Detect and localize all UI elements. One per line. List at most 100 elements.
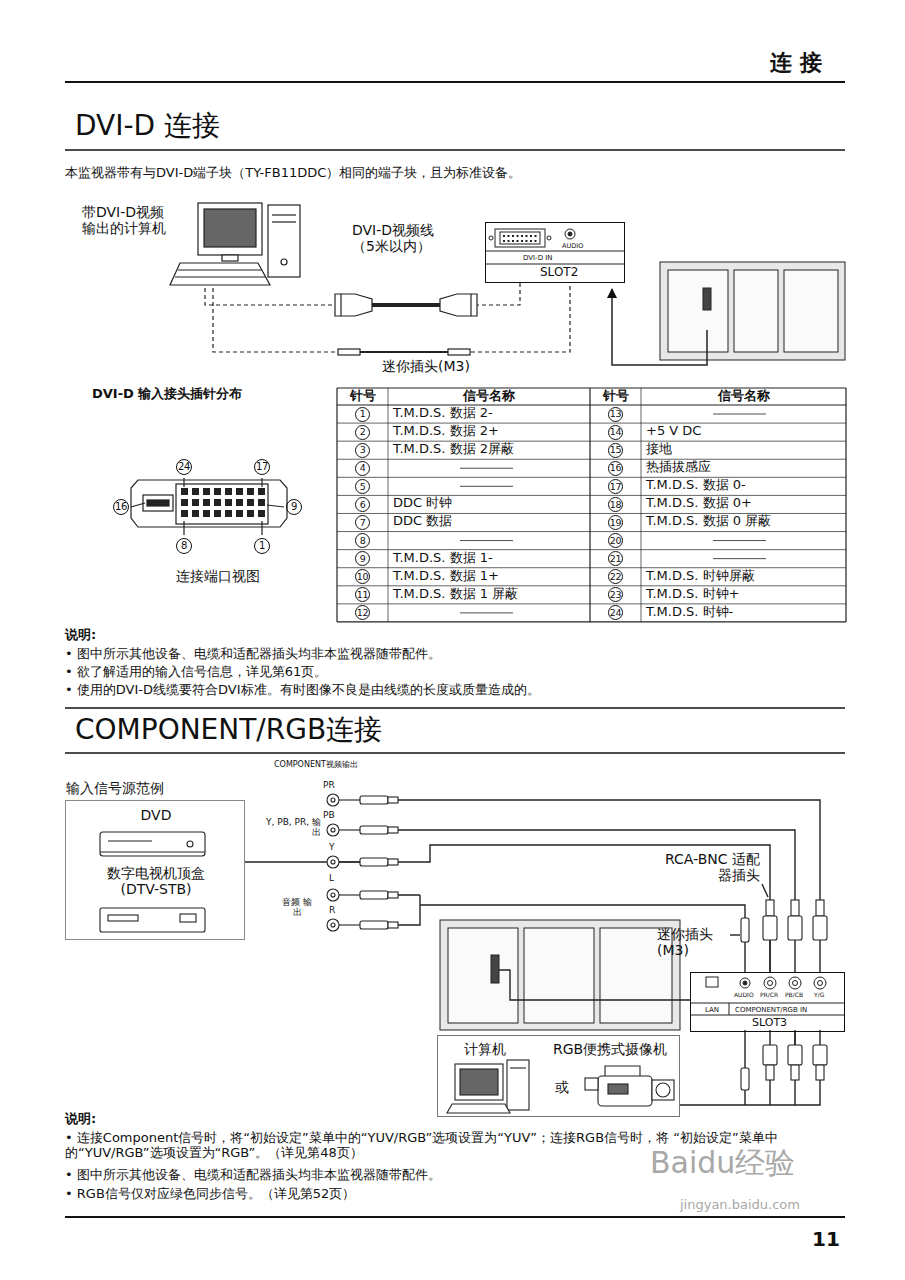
label-text: DVI-D 输入接头插针分布 [92, 387, 242, 402]
table-cell: T.M.D.S. 数据 1 屏蔽 [393, 587, 518, 602]
slot2-terminal [547, 236, 551, 240]
node-text: SLOT2 [540, 266, 578, 280]
pin-grid [512, 235, 514, 237]
dvi-connector-face [131, 480, 287, 527]
pin-grid [530, 240, 532, 242]
output-jacks [327, 824, 339, 836]
table-grid [337, 459, 846, 460]
rca-plug [339, 924, 360, 925]
table-grid [641, 388, 642, 622]
pin-grid [214, 488, 221, 495]
adapter-plug [791, 900, 799, 916]
label-text: • RGB信号仅对应绿色同步信号。（详见第52页） [65, 1187, 355, 1202]
page-title: 连 接 [770, 50, 822, 75]
label-text: 音频 输出 [280, 897, 314, 918]
label-text: Y [329, 842, 335, 852]
camcorder-icon [598, 1076, 652, 1106]
bnc-plug [791, 1065, 799, 1080]
table-cell: 热插拔感应 [646, 460, 711, 475]
table-cell: 针号 [590, 389, 641, 404]
rca-plug [388, 892, 398, 898]
table-cell: T.M.D.S. 数据 1+ [393, 569, 499, 584]
table-cell: T.M.D.S. 时钟+ [646, 587, 739, 602]
rca-plug [388, 797, 398, 803]
table-cell: 1 [355, 407, 370, 422]
pin-grid [526, 240, 528, 242]
label-text: 本监视器带有与DVI-D端子块（TY-FB11DDC）相同的端子块，且为标准设备… [65, 166, 521, 181]
adapter-plug [816, 900, 824, 916]
table-grid [337, 477, 846, 478]
slot2-terminal [568, 232, 572, 236]
pin-grid [535, 235, 537, 237]
slot3-terminal [793, 981, 798, 986]
slot2-terminal [500, 232, 540, 244]
pin-grid [503, 240, 505, 242]
cable [762, 884, 768, 897]
dvi-connector-face [261, 521, 262, 535]
label-text: • 图中所示其他设备、电缆和适配器插头均非本监视器随带配件。 [65, 647, 441, 662]
camcorder-icon [608, 1084, 628, 1094]
table-cell: T.M.D.S. 时钟- [646, 605, 733, 620]
dvi-connector-face [261, 478, 262, 487]
dvi-cable [340, 294, 341, 316]
table-grid [388, 388, 389, 622]
table-cell: 信号名称 [641, 389, 846, 404]
pin-grid [181, 510, 188, 517]
pin-grid [521, 240, 523, 242]
dvi-connector-face [176, 484, 268, 524]
monitor-rear [612, 289, 707, 365]
slot3-terminal [706, 977, 718, 987]
label-text: 连接端口视图 [176, 568, 260, 584]
table-cell: 10 [355, 569, 370, 584]
slot2-terminal [565, 229, 575, 239]
table-cell: 7 [355, 515, 370, 530]
pin-grid [181, 235, 537, 517]
adapter-plug [813, 916, 827, 940]
source-devices [100, 832, 205, 856]
computer-icon [222, 255, 238, 261]
rca-plug [339, 796, 398, 929]
node-text: DVI-D IN [523, 254, 553, 262]
table-grid [460, 612, 513, 613]
table-cell: 19 [608, 515, 623, 530]
pin-grid [181, 499, 188, 506]
label-text: COMPONENT视频输出 [274, 760, 358, 769]
table-grid [337, 621, 846, 622]
pin-grid [508, 240, 510, 242]
slot3-terminal [690, 1003, 845, 1004]
cable [398, 800, 820, 900]
rule-line [65, 82, 845, 1217]
slot2-terminal [485, 251, 625, 252]
dvi-cable [440, 294, 477, 316]
computer-icon [510, 1067, 526, 1068]
table-cell: 24 [608, 605, 623, 620]
label-text: • 图中所示其他设备、电缆和适配器插头均非本监视器随带配件。 [65, 1168, 441, 1183]
dvi-cable [372, 303, 440, 307]
dvi-connector-face [147, 500, 169, 506]
table-cell: 信号名称 [388, 389, 590, 404]
node-text: 数字电视机顶盒 (DTV-STB) [103, 865, 209, 897]
table-cell: 14 [608, 425, 623, 440]
bnc-plug [745, 1030, 820, 1105]
edge-label: DVI-D视频线 （5米以内） [352, 222, 452, 254]
output-jacks [331, 923, 335, 927]
pin-grid [247, 488, 254, 495]
slot2-terminal [485, 229, 625, 264]
rca-plug [388, 859, 398, 865]
label-text: 说明: [65, 1112, 96, 1127]
table-cell: 5 [355, 479, 370, 494]
label-text: Y, PB, PR, 输出 [266, 817, 321, 838]
monitor-rear [524, 928, 594, 1023]
pin-grid [258, 510, 265, 517]
adapter-plug [741, 918, 749, 942]
monitor-rear [734, 270, 778, 352]
camcorder-icon [652, 1080, 674, 1100]
bnc-plug [813, 1045, 827, 1065]
rca-plug [339, 861, 360, 862]
node-box: 计算机RGB便携式摄像机或 [437, 1035, 680, 1117]
computer-icon [268, 205, 300, 277]
pin-grid [236, 488, 243, 495]
output-jacks [327, 889, 339, 901]
node-box: LANAUDIOPR/CRPB/CBY/GCOMPONENT/RGB INSLO… [690, 972, 845, 1032]
bnc-plug [741, 1068, 749, 1090]
